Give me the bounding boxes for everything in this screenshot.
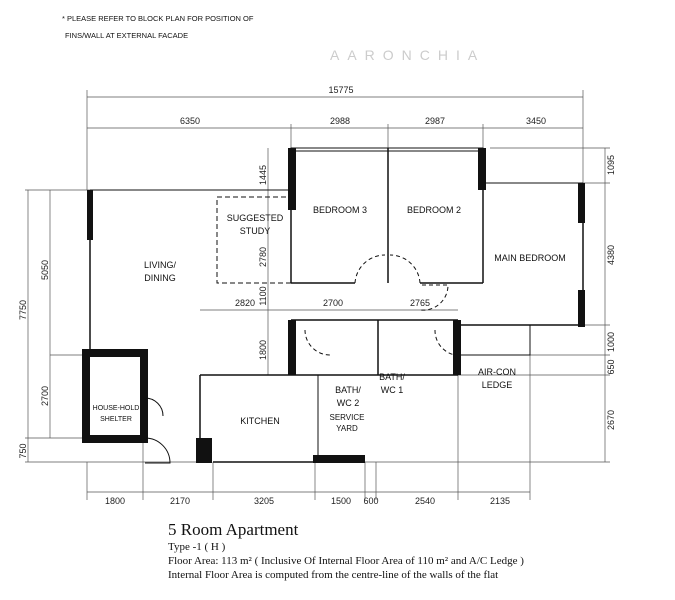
dim-top: 2987 [425,116,445,126]
dim-inner-h: 2765 [410,298,430,308]
dim-inner-v: 2780 [258,247,268,267]
main-door [144,397,171,464]
dim-left: 2700 [40,386,50,406]
dim-inner-v: 1100 [258,286,268,305]
room-labels: LIVING/ DINING SUGGESTED STUDY BEDROOM 3… [93,205,566,433]
dim-right: 650 [606,359,616,374]
study-outline [216,196,292,284]
room-shelter-1: HOUSE-HOLD [93,405,140,412]
watermark: AARONCHIA [330,47,485,63]
dim-bottom: 1800 [105,496,125,506]
room-dining: DINING [144,273,176,283]
room-yard-2: YARD [336,424,358,433]
caption-title: 5 Room Apartment [168,520,299,539]
dim-top: 3450 [526,116,546,126]
dim-right: 4380 [606,245,616,265]
dim-bottom: 600 [363,496,378,506]
door-swings [304,254,456,356]
room-main-bedroom: MAIN BEDROOM [494,253,566,263]
dimension-labels: 15775 6350 2988 2987 3450 1095 4380 1000… [18,85,616,506]
dim-left: 5050 [40,260,50,280]
room-bedroom3: BEDROOM 3 [313,205,367,215]
dim-bottom: 3205 [254,496,274,506]
dim-inner-h: 2700 [323,298,343,308]
dim-bottom: 2540 [415,496,435,506]
wall-columns [82,148,585,463]
caption-type: Type -1 ( H ) [168,541,226,553]
room-bath1-1: BATH/ [379,372,405,382]
room-study-2: STUDY [240,226,271,236]
room-bedroom2: BEDROOM 2 [407,205,461,215]
dim-top: 2988 [330,116,350,126]
caption-note: Internal Floor Area is computed from the… [168,569,499,581]
room-aircon-1: AIR-CON [478,367,516,377]
room-shelter-2: SHELTER [100,416,132,423]
dim-bottom: 1500 [331,496,351,506]
dim-right: 1000 [606,332,616,352]
caption-floor-area: Floor Area: 113 m² ( Inclusive Of Intern… [168,555,524,567]
room-study-1: SUGGESTED [227,213,284,223]
room-yard-1: SERVICE [330,413,365,422]
dim-inner-v: 1800 [258,340,268,360]
room-aircon-2: LEDGE [482,380,513,390]
dim-right: 1095 [606,155,616,175]
dim-bottom: 2170 [170,496,190,506]
dim-right: 2670 [606,410,616,430]
dim-bottom: 2135 [490,496,510,506]
note-line-1: * PLEASE REFER TO BLOCK PLAN FOR POSITIO… [62,14,254,23]
room-bath1-2: WC 1 [381,385,404,395]
dim-top-total: 15775 [328,85,353,95]
room-bath2-2: WC 2 [337,398,360,408]
dim-left: 750 [18,443,28,458]
dim-inner-v: 1445 [258,165,268,185]
dim-top: 6350 [180,116,200,126]
dim-left: 7750 [18,300,28,320]
dim-inner-h: 2820 [235,298,255,308]
dimension-lines [25,90,610,500]
room-living: LIVING/ [144,260,177,270]
note-line-2: FINS/WALL AT EXTERNAL FACADE [65,31,188,40]
room-bath2-1: BATH/ [335,385,361,395]
room-kitchen: KITCHEN [240,416,280,426]
